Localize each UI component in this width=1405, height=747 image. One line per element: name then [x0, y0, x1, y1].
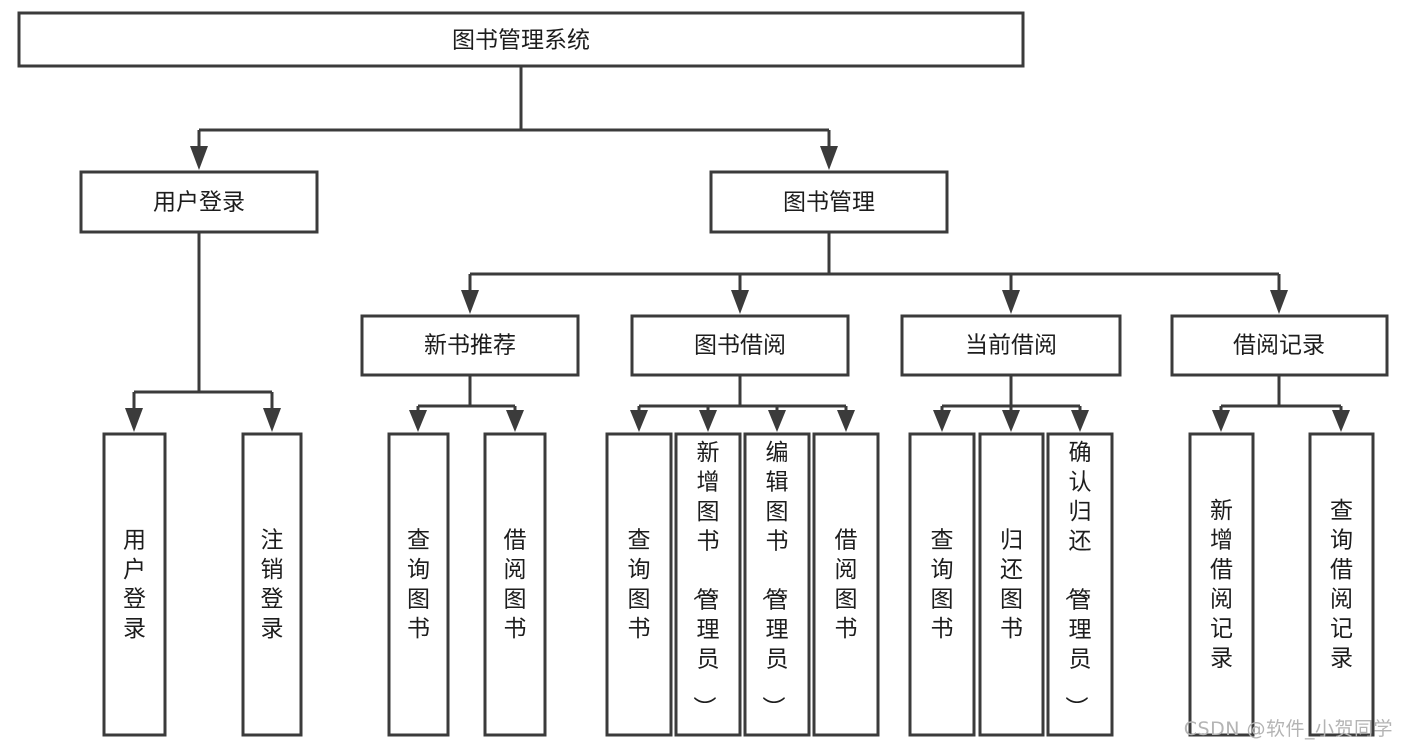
node-borrow-record-label: 借阅记录 [1233, 333, 1325, 359]
leaf-node[interactable]: 确认归还（管理员） [1046, 432, 1114, 737]
node-borrow-record-box[interactable] [1170, 314, 1389, 377]
node-book-borrow-label: 图书借阅 [694, 333, 786, 359]
leaf-node-label: 查询图书 [931, 528, 954, 643]
arrow-head-leaf-edit-book [768, 410, 786, 432]
leaf-node[interactable]: 用户登录 [102, 432, 167, 737]
node-current-borrow-box[interactable] [900, 314, 1122, 377]
leaf-node[interactable]: 编辑图书（管理员） [743, 432, 811, 737]
leaf-node-box[interactable] [1308, 432, 1375, 737]
node-book-manage-box[interactable] [709, 170, 949, 234]
node-user-login[interactable]: 用户登录 [79, 170, 319, 234]
arrow-head-current-borrow [1002, 290, 1020, 314]
node-current-borrow-label: 当前借阅 [965, 333, 1057, 359]
arrow-head-book-manage [820, 146, 838, 170]
node-book-manage-label: 图书管理 [783, 190, 875, 216]
leaf-node[interactable]: 注销登录 [241, 432, 303, 737]
leaf-node-box[interactable] [812, 432, 880, 737]
arrow-head-leaf-query-book-cur [933, 410, 951, 432]
node-root-box[interactable] [17, 11, 1025, 68]
leaf-node-label: 新增图书（管理员） [691, 440, 720, 719]
arrow-head-leaf-borrow-book [837, 410, 855, 432]
connector-group-current-borrow [933, 375, 1089, 432]
leaf-node-box[interactable] [674, 432, 742, 737]
arrow-head-leaf-user-login [125, 408, 143, 432]
leaf-node-label: 归还图书 [1000, 528, 1023, 643]
arrow-head-new-book-rec [461, 290, 479, 314]
arrow-head-book-borrow [731, 290, 749, 314]
connector-group-book-manage [461, 232, 1288, 314]
leaf-node-box[interactable] [743, 432, 811, 737]
node-new-book-rec[interactable]: 新书推荐 [360, 314, 580, 377]
leaf-node-label: 新增借阅记录 [1210, 498, 1233, 672]
leaf-node-label: 确认归还（管理员） [1063, 440, 1092, 719]
connector-group-borrow-record [1212, 375, 1350, 432]
leaf-node-box[interactable] [605, 432, 673, 737]
leaf-node-layer: 用户登录 注销登录 查询图书 借阅图书 查询图书 新增图书（管理员） 编辑图书（管理员） 借阅… [102, 432, 1375, 737]
leaf-node-label: 借阅图书 [835, 528, 858, 643]
node-new-book-rec-box[interactable] [360, 314, 580, 377]
node-book-borrow[interactable]: 图书借阅 [630, 314, 850, 377]
leaf-node[interactable]: 查询图书 [908, 432, 976, 737]
leaf-node-box[interactable] [483, 432, 547, 737]
leaf-node-box[interactable] [1046, 432, 1114, 737]
leaf-node[interactable]: 查询图书 [605, 432, 673, 737]
leaf-node-box[interactable] [241, 432, 303, 737]
node-user-login-label: 用户登录 [153, 190, 245, 216]
arrow-head-leaf-logout [263, 408, 281, 432]
arrow-head-user-login [190, 146, 208, 170]
arrow-head-borrow-record [1270, 290, 1288, 314]
node-root[interactable]: 图书管理系统 [17, 11, 1025, 68]
leaf-node[interactable]: 借阅图书 [812, 432, 880, 737]
leaf-node-label: 查询图书 [407, 528, 430, 643]
node-current-borrow[interactable]: 当前借阅 [900, 314, 1122, 377]
leaf-node-box[interactable] [387, 432, 450, 737]
leaf-node-label: 查询图书 [628, 528, 651, 643]
arrow-head-leaf-add-record [1212, 410, 1230, 432]
node-borrow-record[interactable]: 借阅记录 [1170, 314, 1389, 377]
arrow-head-leaf-borrow-book-new [506, 410, 524, 432]
leaf-node[interactable]: 新增借阅记录 [1188, 432, 1255, 737]
leaf-node[interactable]: 查询借阅记录 [1308, 432, 1375, 737]
leaf-node-label: 查询借阅记录 [1330, 498, 1353, 672]
connector-group-book-borrow [630, 375, 855, 432]
node-root-label: 图书管理系统 [452, 28, 590, 54]
leaf-node-label: 借阅图书 [504, 528, 527, 643]
leaf-node-box[interactable] [908, 432, 976, 737]
node-user-login-box[interactable] [79, 170, 319, 234]
arrow-head-leaf-return-book [1002, 410, 1020, 432]
arrow-head-leaf-query-record [1332, 410, 1350, 432]
node-book-manage[interactable]: 图书管理 [709, 170, 949, 234]
leaf-node-label: 注销登录 [261, 528, 284, 643]
arrow-head-leaf-query-book-new [409, 410, 427, 432]
leaf-node[interactable]: 新增图书（管理员） [674, 432, 742, 737]
arrow-head-leaf-query-book-borrow [630, 410, 648, 432]
connector-group-root [190, 66, 838, 170]
connector-group-new-book-rec [409, 375, 524, 432]
leaf-node-box[interactable] [978, 432, 1045, 737]
leaf-node-label: 用户登录 [123, 528, 146, 643]
leaf-node[interactable]: 借阅图书 [483, 432, 547, 737]
connector-group-user-login [125, 232, 281, 432]
arrow-head-leaf-confirm-return [1071, 410, 1089, 432]
node-book-borrow-box[interactable] [630, 314, 850, 377]
leaf-node-label: 编辑图书（管理员） [760, 440, 789, 719]
leaf-node[interactable]: 归还图书 [978, 432, 1045, 737]
leaf-node-box[interactable] [102, 432, 167, 737]
leaf-node-box[interactable] [1188, 432, 1255, 737]
arrow-head-leaf-add-book [699, 410, 717, 432]
leaf-node[interactable]: 查询图书 [387, 432, 450, 737]
node-new-book-rec-label: 新书推荐 [424, 333, 516, 359]
